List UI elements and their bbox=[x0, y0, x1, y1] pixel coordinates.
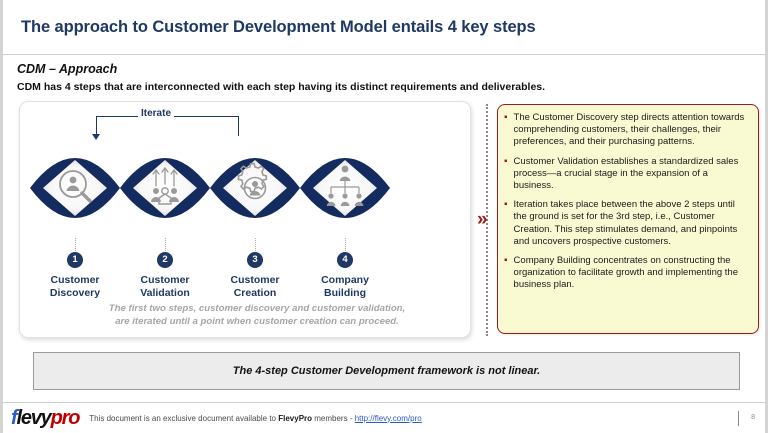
diamond-chain bbox=[20, 136, 472, 241]
logo-f: f bbox=[11, 407, 18, 429]
list-item: ▪ Customer Validation establishes a stan… bbox=[504, 156, 750, 193]
section-subtitle: CDM – Approach bbox=[17, 62, 118, 76]
gear-person-icon bbox=[237, 162, 268, 200]
iterate-arrow-icon bbox=[91, 134, 100, 140]
bullet-icon: ▪ bbox=[504, 255, 508, 267]
footer-notice: This document is an exclusive document a… bbox=[89, 414, 421, 423]
step-label-line1: Company bbox=[321, 274, 369, 286]
section-description: CDM has 4 steps that are interconnected … bbox=[17, 81, 546, 93]
step-label-3: Customer Creation bbox=[200, 274, 310, 300]
list-item: ▪ The Customer Discovery step directs at… bbox=[504, 112, 750, 149]
org-chart-icon bbox=[326, 165, 364, 206]
step-badges: 1 2 3 4 bbox=[20, 238, 472, 268]
step-label-line1: Customer bbox=[50, 274, 100, 286]
footer-notice-middle: members - bbox=[312, 413, 355, 423]
page-title: The approach to Customer Development Mod… bbox=[21, 17, 536, 36]
step-label-line2: Building bbox=[324, 287, 366, 299]
step-label-1: Customer Discovery bbox=[20, 274, 130, 300]
takeaway-banner: The 4-step Customer Development framewor… bbox=[33, 352, 740, 390]
badge-connector-line bbox=[254, 238, 256, 251]
badge-connector-line bbox=[74, 238, 76, 251]
takeaway-text: The 4-step Customer Development framewor… bbox=[232, 365, 541, 377]
iterate-bracket-shape bbox=[96, 116, 239, 136]
footer-divider bbox=[738, 411, 739, 426]
person-magnifier-icon bbox=[59, 170, 92, 203]
step-badge-2: 2 bbox=[115, 238, 215, 268]
double-chevron-right-icon: » bbox=[477, 209, 487, 230]
vertical-dotted-divider bbox=[486, 104, 488, 336]
diagram-card: Iterate bbox=[19, 101, 471, 338]
badge-connector-line bbox=[164, 238, 166, 251]
list-item-text: The Customer Discovery step directs atte… bbox=[513, 112, 745, 148]
list-item-text: Customer Validation establishes a standa… bbox=[513, 155, 739, 192]
diagram-footnote-line2: are iterated until a point when customer… bbox=[115, 316, 399, 327]
people-growth-arrows-icon bbox=[151, 166, 179, 205]
list-item: ▪ Company Building concentrates on const… bbox=[504, 255, 750, 292]
logo-levy: levy bbox=[16, 407, 51, 429]
step-label-line1: Customer bbox=[230, 274, 280, 286]
diagram-footnote-line1: The first two steps, customer discovery … bbox=[108, 303, 406, 314]
diamond-chain-svg bbox=[30, 158, 390, 218]
step-label-line2: Validation bbox=[140, 287, 190, 299]
bullet-icon: ▪ bbox=[504, 112, 508, 123]
badge-connector-line bbox=[344, 238, 346, 251]
diagram-footnote: The first two steps, customer discovery … bbox=[56, 302, 458, 328]
step-badge-4: 4 bbox=[295, 238, 395, 268]
step-number: 4 bbox=[337, 252, 353, 268]
step-label-line2: Discovery bbox=[49, 287, 101, 299]
step-badge-1: 1 bbox=[25, 238, 125, 268]
page-number: 8 bbox=[751, 414, 755, 421]
bullet-icon: ▪ bbox=[504, 155, 508, 167]
step-number: 1 bbox=[67, 252, 83, 268]
step-number: 3 bbox=[247, 252, 263, 268]
iterate-bracket-group: Iterate bbox=[91, 108, 242, 140]
flevypro-logo: flevypro bbox=[11, 407, 81, 429]
list-item: ▪ Iteration takes place between the abov… bbox=[504, 199, 750, 248]
list-item-text: Company Building concentrates on constru… bbox=[513, 255, 738, 291]
bullet-icon: ▪ bbox=[504, 199, 508, 211]
logo-pro: pro bbox=[50, 407, 81, 429]
step-label-line1: Customer bbox=[140, 274, 190, 286]
iterate-label: Iterate bbox=[138, 108, 175, 119]
slide-footer: flevypro This document is an exclusive d… bbox=[3, 402, 765, 433]
slide-title-bar: The approach to Customer Development Mod… bbox=[3, 0, 765, 55]
footer-brand: FlevyPro bbox=[278, 413, 313, 423]
insights-panel: ▪ The Customer Discovery step directs at… bbox=[497, 104, 759, 334]
step-label-line2: Creation bbox=[233, 287, 277, 299]
step-label-2: Customer Validation bbox=[110, 274, 220, 300]
list-item-text: Iteration takes place between the above … bbox=[513, 199, 738, 247]
step-label-4: Company Building bbox=[290, 274, 400, 300]
footer-link[interactable]: http://flevy.com/pro bbox=[354, 413, 422, 423]
step-number: 2 bbox=[157, 252, 173, 268]
step-badge-3: 3 bbox=[205, 238, 305, 268]
footer-notice-before: This document is an exclusive document a… bbox=[89, 413, 279, 423]
